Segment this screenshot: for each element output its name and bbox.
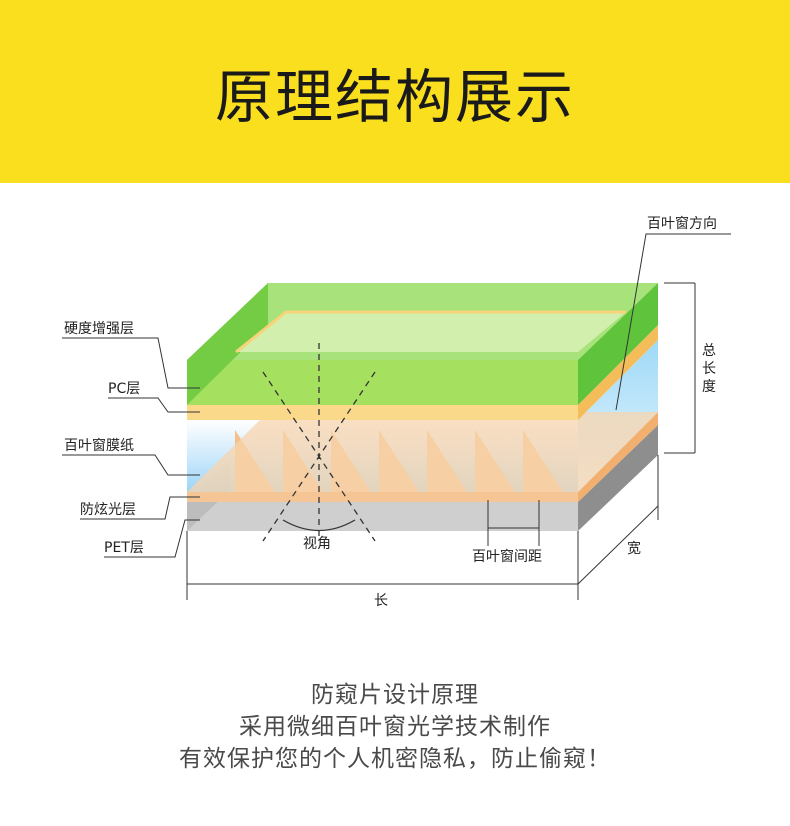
anti-glare-layer [187,412,658,502]
caption-line-3: 有效保护您的个人机密隐私，防止偷窥！ [179,746,611,772]
total-thickness-label-3: 度 [702,379,716,395]
caption-line-2: 采用微细百叶窗光学技术制作 [239,714,551,740]
structure-diagram: 硬度增强层 PC层 百叶窗膜纸 防炫光层 PET层 百叶窗方向 总 长 度 宽 … [62,215,731,609]
page-title: 原理结构展示 [214,63,575,131]
hard-coat-label: 硬度增强层 [64,321,134,337]
total-thickness-label-1: 总 [702,343,716,359]
anti-glare-label: 防炫光层 [80,502,136,518]
caption-title: 防窥片设计原理 [311,682,479,708]
dimension-lines [186,282,696,600]
width-label: 宽 [627,540,641,557]
length-label: 长 [374,593,388,609]
callout-lines [62,233,731,558]
pc-layer-label: PC层 [108,381,140,397]
pet-layer-label: PET层 [104,540,144,556]
louver-direction-label: 百叶窗方向 [647,215,717,232]
view-angle-label: 视角 [303,536,331,552]
pc-layer [187,325,658,420]
view-angle-arc [282,519,356,532]
louver-pitch-label: 百叶窗间距 [472,548,542,565]
header-banner: 原理结构展示 [0,0,790,183]
louver-film-label: 百叶窗膜纸 [64,437,134,454]
total-thickness-label-2: 长 [702,361,716,377]
hard-coat-layer [187,283,658,405]
view-angle-lines [262,343,376,542]
